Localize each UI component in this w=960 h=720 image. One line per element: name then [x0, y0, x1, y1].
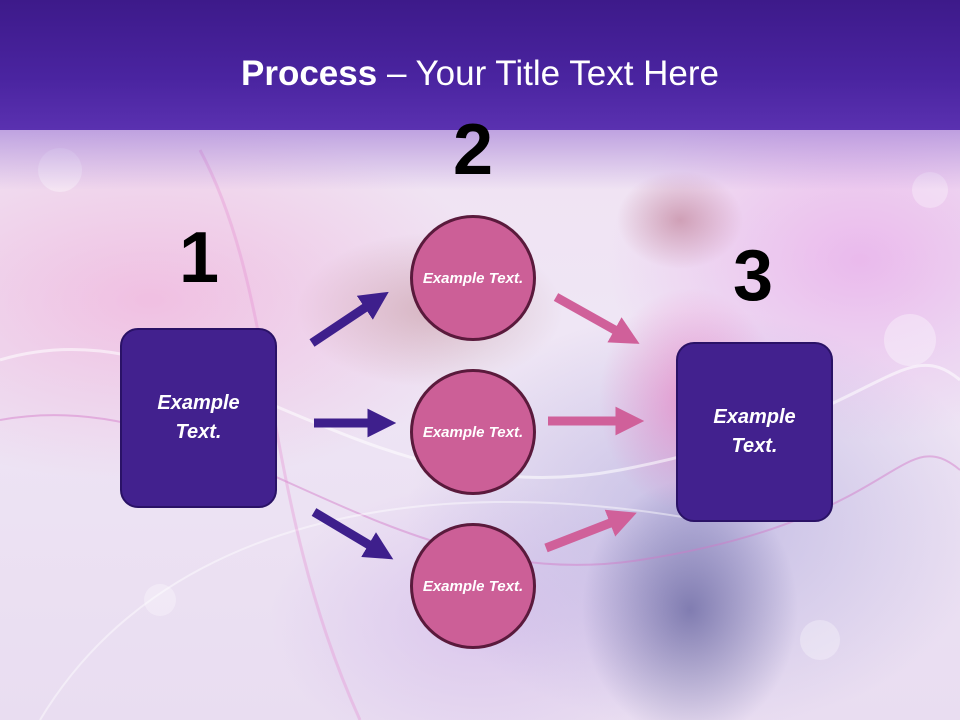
slide-title-rest: – Your Title Text Here: [377, 54, 719, 93]
arrow-to-circle-top: [309, 291, 389, 347]
title-band-fade: [0, 130, 960, 190]
title-band: [0, 0, 960, 130]
circle-top: Example Text.: [410, 215, 536, 341]
slide-title: Process – Your Title Text Here: [0, 52, 960, 96]
slide-title-bold: Process: [241, 54, 378, 93]
left-process-box: Example Text.: [120, 328, 277, 508]
left-box-label: Example Text.: [157, 392, 240, 443]
arrow-to-circle-bottom: [311, 508, 394, 560]
step-number-3: 3: [732, 236, 774, 316]
circle-bottom: Example Text.: [410, 523, 536, 649]
right-process-box: Example Text.: [676, 342, 833, 522]
step-number-1: 1: [178, 218, 220, 298]
circle-middle-label: Example Text.: [422, 423, 524, 441]
arrow-from-circle-bottom: [544, 509, 637, 553]
circle-bottom-label: Example Text.: [422, 577, 524, 595]
step-number-2: 2: [452, 110, 494, 190]
circle-top-label: Example Text.: [422, 269, 524, 287]
right-box-label: Example Text.: [713, 406, 796, 457]
arrow-from-circle-top: [553, 293, 640, 344]
circle-middle: Example Text.: [410, 369, 536, 495]
